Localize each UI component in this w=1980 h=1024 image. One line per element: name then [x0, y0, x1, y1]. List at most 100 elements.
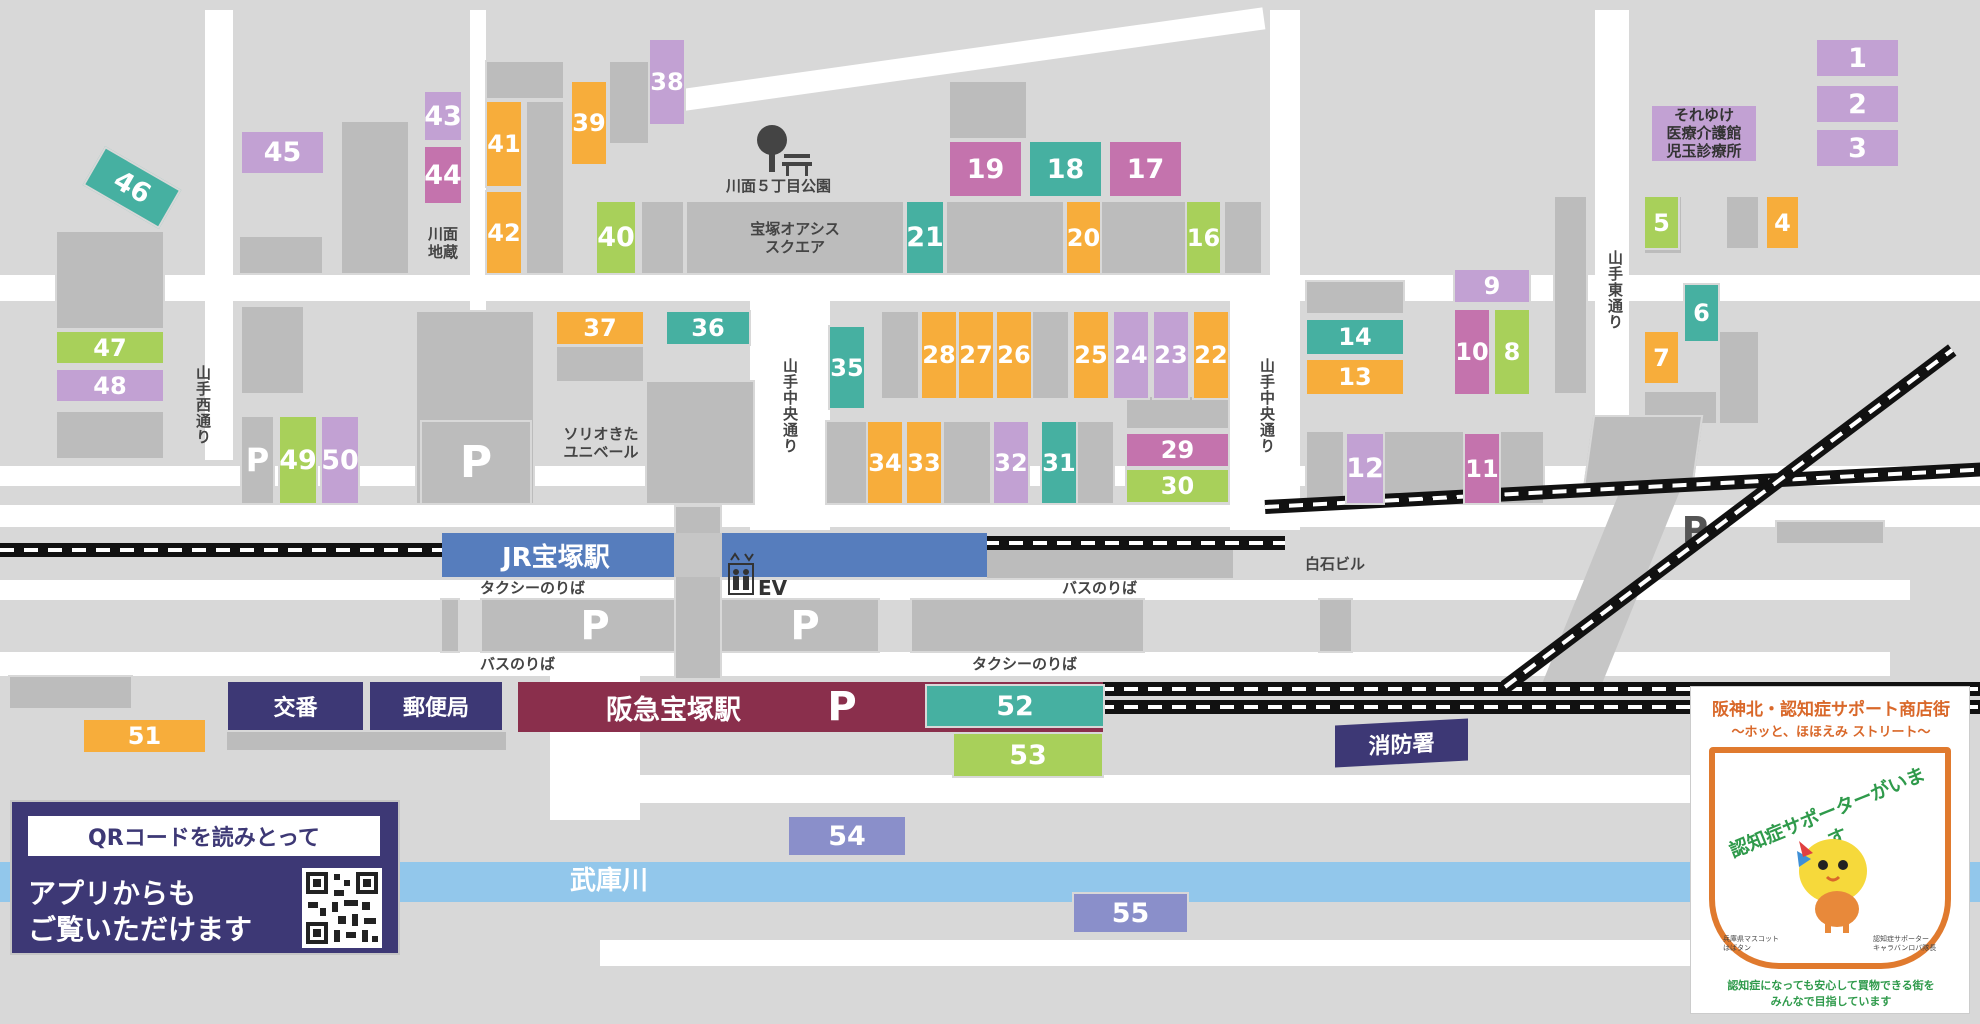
building-block	[555, 345, 645, 383]
shop-3[interactable]: 3	[1815, 128, 1900, 168]
shop-13[interactable]: 13	[1305, 358, 1405, 396]
park-label: 川面５丁目公園	[726, 177, 832, 195]
shop-48[interactable]: 48	[55, 368, 165, 403]
shiraishi-label: 白石ビル	[1305, 555, 1366, 573]
support-badge: 阪神北・認知症サポート商店街 ～ホッと、ほほえみ ストリート～ 認知症サポーター…	[1690, 686, 1970, 1014]
building-block	[1718, 330, 1760, 425]
badge-footer-2: みんなで目指しています	[1770, 995, 1892, 1008]
shop-24[interactable]: 24	[1112, 310, 1150, 400]
shop-39[interactable]: 39	[570, 80, 608, 166]
shop-2[interactable]: 2	[1815, 84, 1900, 124]
shop-5[interactable]: 5	[1643, 195, 1680, 250]
ev-label: EV	[758, 576, 788, 600]
shop-10[interactable]: 10	[1453, 308, 1491, 396]
taxi-stand-label: タクシーのりば	[972, 655, 1078, 673]
shop-23[interactable]: 23	[1152, 310, 1190, 400]
shop-44[interactable]: 44	[423, 145, 463, 205]
shop-7[interactable]: 7	[1643, 330, 1680, 385]
building-block	[645, 380, 755, 505]
shop-40[interactable]: 40	[595, 200, 637, 275]
shop-12[interactable]: 12	[1345, 432, 1385, 505]
qr-text-line1: アプリからも	[28, 877, 197, 910]
solio-label: ソリオきた ユニベール	[563, 425, 639, 461]
police-box: 交番	[228, 682, 363, 730]
building-block	[640, 200, 685, 275]
building-block	[948, 80, 1028, 140]
shop-17[interactable]: 17	[1108, 140, 1183, 198]
shop-37[interactable]: 37	[555, 310, 645, 346]
road	[560, 775, 1860, 803]
shop-31[interactable]: 31	[1040, 420, 1078, 505]
road	[205, 10, 233, 460]
shop-53[interactable]: 53	[952, 732, 1104, 778]
shop-36[interactable]: 36	[665, 310, 751, 346]
mascot-caption-1: 兵庫県マスコット はばタン	[1723, 935, 1779, 952]
shop-55[interactable]: 55	[1072, 892, 1189, 934]
shop-14[interactable]: 14	[1305, 318, 1405, 356]
shop-42[interactable]: 42	[485, 190, 523, 275]
shop-25[interactable]: 25	[1072, 310, 1110, 400]
parking-sign: P	[827, 684, 857, 730]
building-block	[1100, 200, 1188, 275]
shop-34[interactable]: 34	[866, 420, 904, 505]
shop-21[interactable]: 21	[905, 200, 945, 275]
badge-footer-1: 認知症になっても安心して買物できる街を	[1727, 979, 1935, 992]
shop-16[interactable]: 16	[1185, 200, 1222, 275]
building-block	[8, 675, 133, 710]
shop-27[interactable]: 27	[957, 310, 995, 400]
bus-stop-label: バスのりば	[1062, 579, 1138, 597]
shop-43[interactable]: 43	[423, 90, 463, 142]
building-block	[1125, 395, 1230, 430]
building-block	[1305, 430, 1345, 505]
mascot-caption-2: 認知症サポーター キャラバンロバ隊長	[1873, 935, 1937, 952]
parking-sign: P	[245, 441, 270, 479]
shop-9[interactable]: 9	[1453, 268, 1531, 304]
taxi-stand-label: タクシーのりば	[480, 579, 586, 597]
shop-51[interactable]: 51	[82, 718, 207, 754]
shop-29[interactable]: 29	[1125, 432, 1230, 468]
shop-4[interactable]: 4	[1765, 195, 1800, 250]
shop-35[interactable]: 35	[828, 325, 866, 410]
shop-52[interactable]: 52	[925, 684, 1105, 728]
building-block	[1553, 195, 1588, 395]
parking-lot	[240, 415, 275, 505]
shop-30[interactable]: 30	[1125, 468, 1230, 504]
shop-46[interactable]: 46	[82, 146, 182, 229]
shop-38[interactable]: 38	[648, 38, 686, 126]
road	[0, 580, 1910, 600]
qr-code-icon[interactable]	[302, 868, 382, 948]
building-block	[485, 60, 565, 100]
shop-20[interactable]: 20	[1065, 200, 1102, 275]
river-label: 武庫川	[570, 866, 649, 896]
shop-54[interactable]: 54	[787, 815, 907, 857]
shop-11[interactable]: 11	[1463, 432, 1501, 505]
building-block	[1075, 420, 1115, 505]
building-block	[1318, 598, 1353, 653]
shop-28[interactable]: 28	[920, 310, 958, 400]
shop-32[interactable]: 32	[992, 420, 1030, 505]
shop-26[interactable]: 26	[995, 310, 1033, 400]
shop-18[interactable]: 18	[1028, 140, 1103, 198]
jizo-label: 川面 地蔵	[427, 225, 458, 261]
mascot-icon	[1777, 823, 1887, 933]
bus-terminal-block	[910, 598, 1145, 653]
shop-1[interactable]: 1	[1815, 38, 1900, 78]
shop-49[interactable]: 49	[278, 415, 318, 505]
shop-33[interactable]: 33	[905, 420, 943, 505]
shop-41[interactable]: 41	[485, 100, 523, 188]
shop-19[interactable]: 19	[948, 140, 1023, 198]
shop-8[interactable]: 8	[1493, 308, 1531, 396]
street-label: 山手中央通り	[781, 358, 799, 454]
shop-47[interactable]: 47	[55, 330, 165, 365]
shop-6[interactable]: 6	[1683, 283, 1720, 343]
building-block	[942, 420, 992, 505]
building-block	[240, 305, 305, 395]
street-label: 山手東通り	[1606, 250, 1624, 330]
building-block	[1775, 520, 1885, 545]
jr-railway	[985, 536, 1285, 550]
shop-22[interactable]: 22	[1192, 310, 1230, 400]
shop-45[interactable]: 45	[240, 130, 325, 175]
shop-50[interactable]: 50	[320, 415, 360, 505]
parking-lot	[420, 420, 532, 505]
qr-heading: QRコードを読みとって	[28, 816, 380, 856]
